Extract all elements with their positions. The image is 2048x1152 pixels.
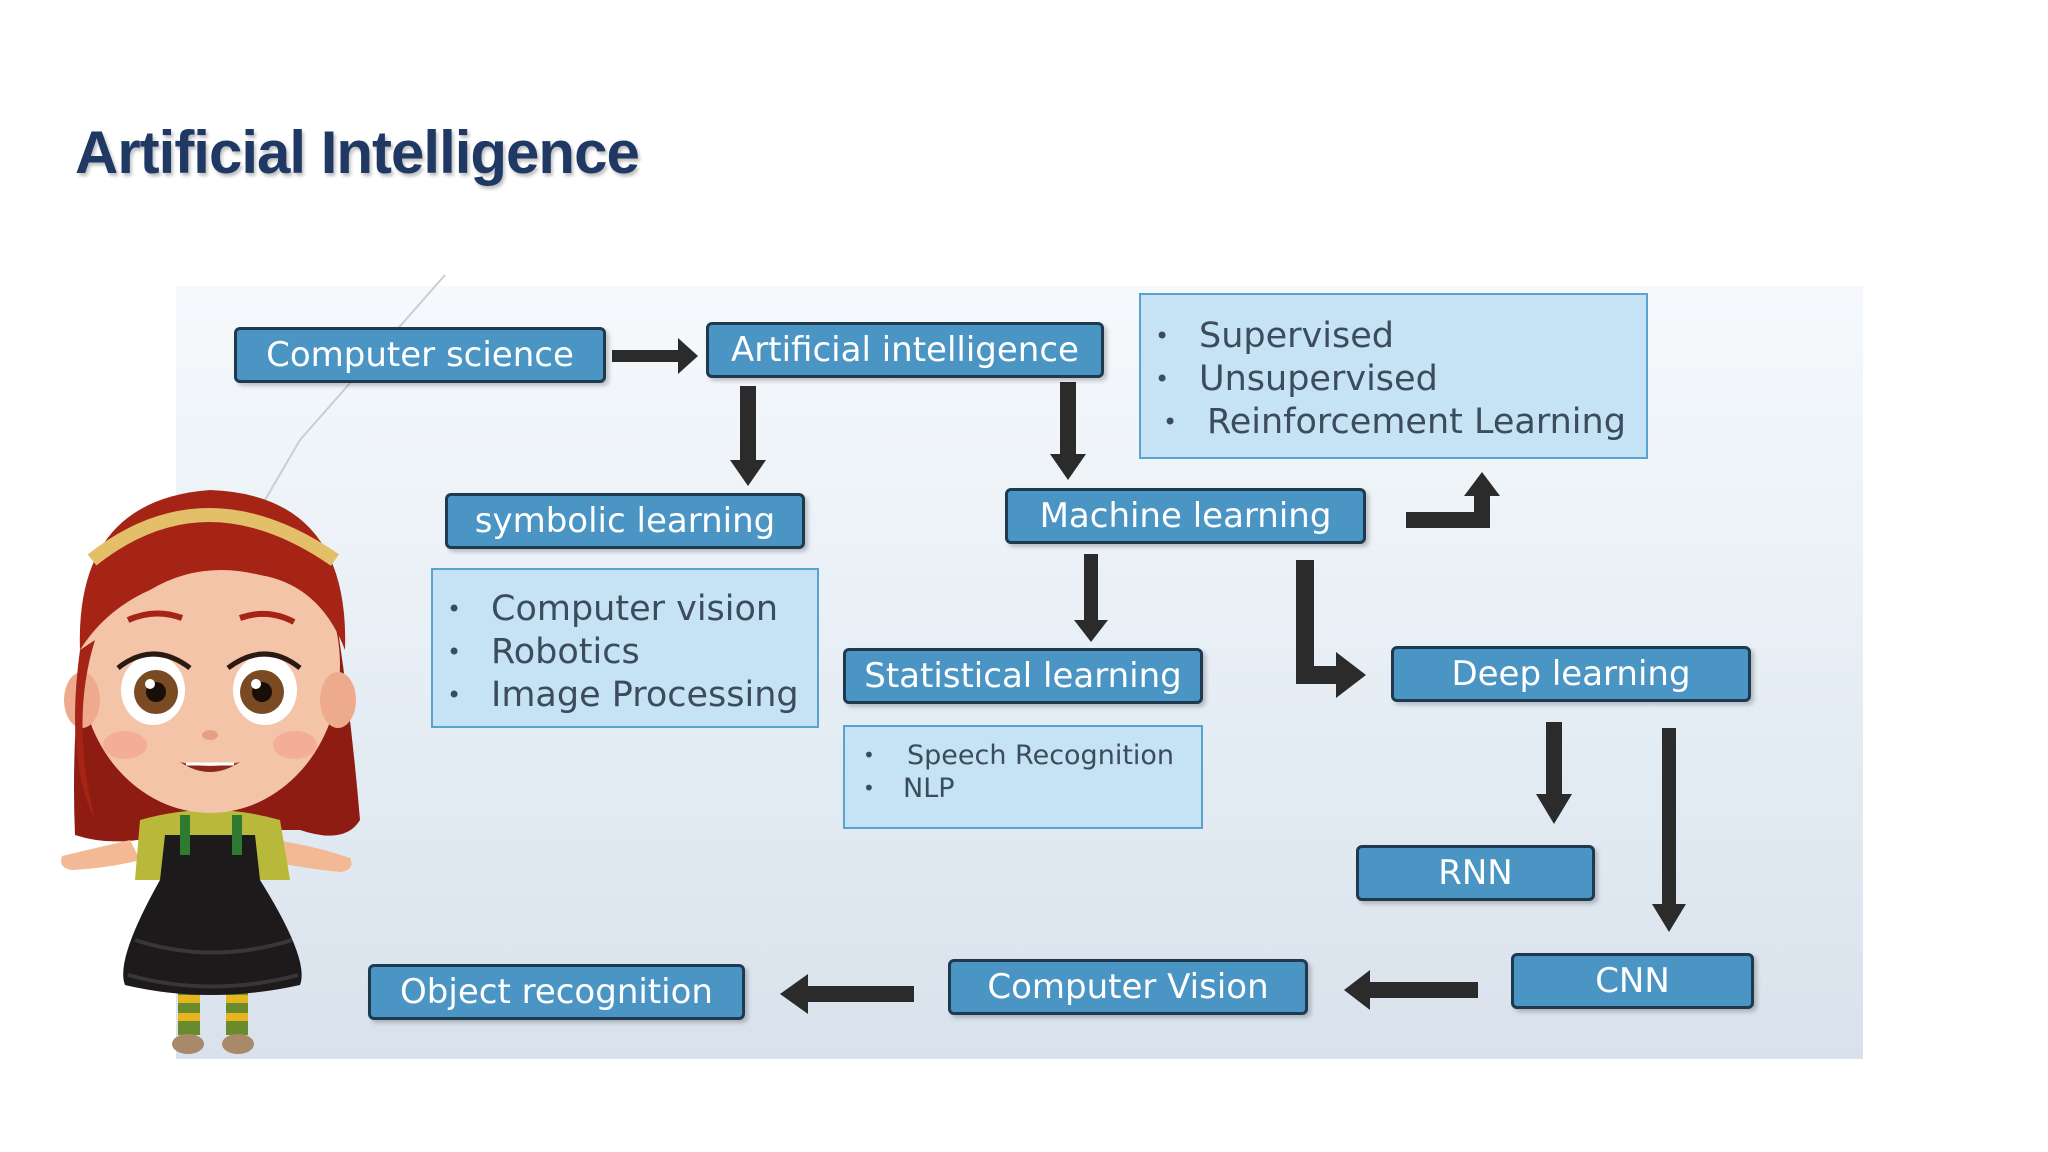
bullet-icon: • [447,638,462,666]
node-label: RNN [1438,853,1513,893]
node-label: Computer Vision [987,967,1269,1007]
node-label: Machine learning [1039,496,1332,536]
bullet-icon: • [1155,322,1170,350]
list-item: • Reinforcement Learning [1141,401,1646,444]
arrow-elbow-right-icon [1296,560,1366,698]
node-machine-learning: Machine learning [1005,488,1366,544]
bullet-icon: • [1163,408,1178,436]
statistical-applications-list: • Speech Recognition • NLP [845,739,1201,805]
bullet-icon: • [863,776,875,800]
list-item: • Image Processing [433,674,817,717]
arrow-down-icon [730,386,766,486]
node-artificial-intelligence: Artificial intelligence [706,322,1104,378]
list-item-text: Computer vision [491,589,779,629]
list-item: • Robotics [433,631,817,674]
list-item: • Supervised [1141,315,1646,358]
node-symbolic-learning: symbolic learning [445,493,805,549]
arrow-left-icon [780,974,914,1014]
arrow-down-icon [1074,554,1108,642]
symbolic-applications-list: • Computer vision • Robotics • Image Proces… [433,588,817,717]
node-rnn: RNN [1356,845,1595,901]
list-item-text: Robotics [491,632,640,672]
learning-types-list: • Supervised • Unsupervised • Reinforcement… [1141,315,1646,444]
list-item: • Computer vision [433,588,817,631]
list-item: • Unsupervised [1141,358,1646,401]
list-item-text: Supervised [1199,316,1394,356]
list-item-text: Unsupervised [1199,359,1438,399]
page-title: Artificial Intelligence [75,119,640,186]
arrow-right-icon [612,338,698,374]
node-label: Artificial intelligence [731,330,1079,370]
node-label: Deep learning [1451,654,1691,694]
node-object-recognition: Object recognition [368,964,745,1020]
learning-types-box: • Supervised • Unsupervised • Reinforcement… [1139,293,1648,459]
list-item-text: Image Processing [491,675,799,715]
node-label: Computer science [266,335,574,375]
arrow-down-icon [1536,722,1572,824]
node-label: symbolic learning [474,501,776,541]
arrow-down-icon [1652,728,1686,932]
node-computer-vision: Computer Vision [948,959,1308,1015]
bullet-icon: • [447,681,462,709]
bullet-icon: • [1155,365,1170,393]
node-deep-learning: Deep learning [1391,646,1751,702]
statistical-applications-box: • Speech Recognition • NLP [843,725,1203,829]
node-label: Statistical learning [864,656,1182,696]
list-item: • Speech Recognition [845,739,1201,772]
bullet-icon: • [863,743,875,767]
list-item-text: NLP [903,773,955,804]
bullet-icon: • [447,595,462,623]
arrow-elbow-up-icon [1406,472,1500,528]
list-item-text: Speech Recognition [907,740,1175,771]
node-statistical-learning: Statistical learning [843,648,1203,704]
symbolic-applications-box: • Computer vision • Robotics • Image Proces… [431,568,819,728]
arrow-down-icon [1050,382,1086,480]
node-label: Object recognition [400,972,713,1012]
node-computer-science: Computer science [234,327,606,383]
list-item-text: Reinforcement Learning [1207,402,1626,442]
node-label: CNN [1595,961,1670,1001]
list-item: • NLP [845,772,1201,805]
node-cnn: CNN [1511,953,1754,1009]
arrow-left-icon [1344,970,1478,1010]
